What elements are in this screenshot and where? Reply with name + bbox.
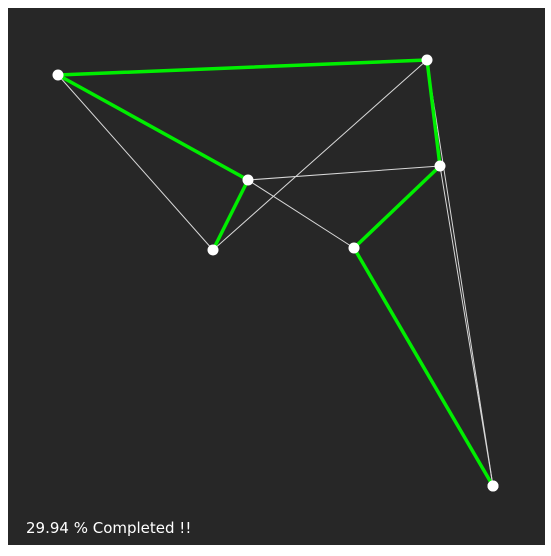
game-board[interactable]: 29.94 % Completed !!	[8, 8, 545, 545]
edge-C-E-crossing	[247, 165, 441, 181]
edge-A-D-crossing	[57, 74, 214, 251]
edge-A-B-solved	[56, 58, 429, 77]
graph-node-D[interactable]	[207, 244, 219, 256]
edge-C-F-crossing	[247, 179, 355, 249]
graph-node-E[interactable]	[434, 160, 446, 172]
graph-canvas[interactable]	[8, 8, 545, 545]
edge-B-D-crossing	[212, 59, 428, 251]
edge-F-G-solved	[352, 246, 495, 488]
nodes-layer	[52, 54, 499, 492]
edge-B-E-solved	[425, 58, 442, 168]
edge-E-H-crossing	[439, 165, 494, 487]
graph-node-A[interactable]	[52, 69, 64, 81]
edges-layer	[56, 58, 495, 488]
edge-C-D-solved	[211, 178, 250, 252]
edge-B-H-crossing	[426, 59, 494, 487]
graph-node-C[interactable]	[242, 174, 254, 186]
graph-node-F[interactable]	[348, 242, 360, 254]
progress-status-text: 29.94 % Completed !!	[26, 519, 192, 537]
graph-node-H[interactable]	[487, 480, 499, 492]
edge-E-F-solved	[352, 164, 442, 250]
edge-A-C-solved	[56, 73, 250, 182]
graph-node-B[interactable]	[421, 54, 433, 66]
